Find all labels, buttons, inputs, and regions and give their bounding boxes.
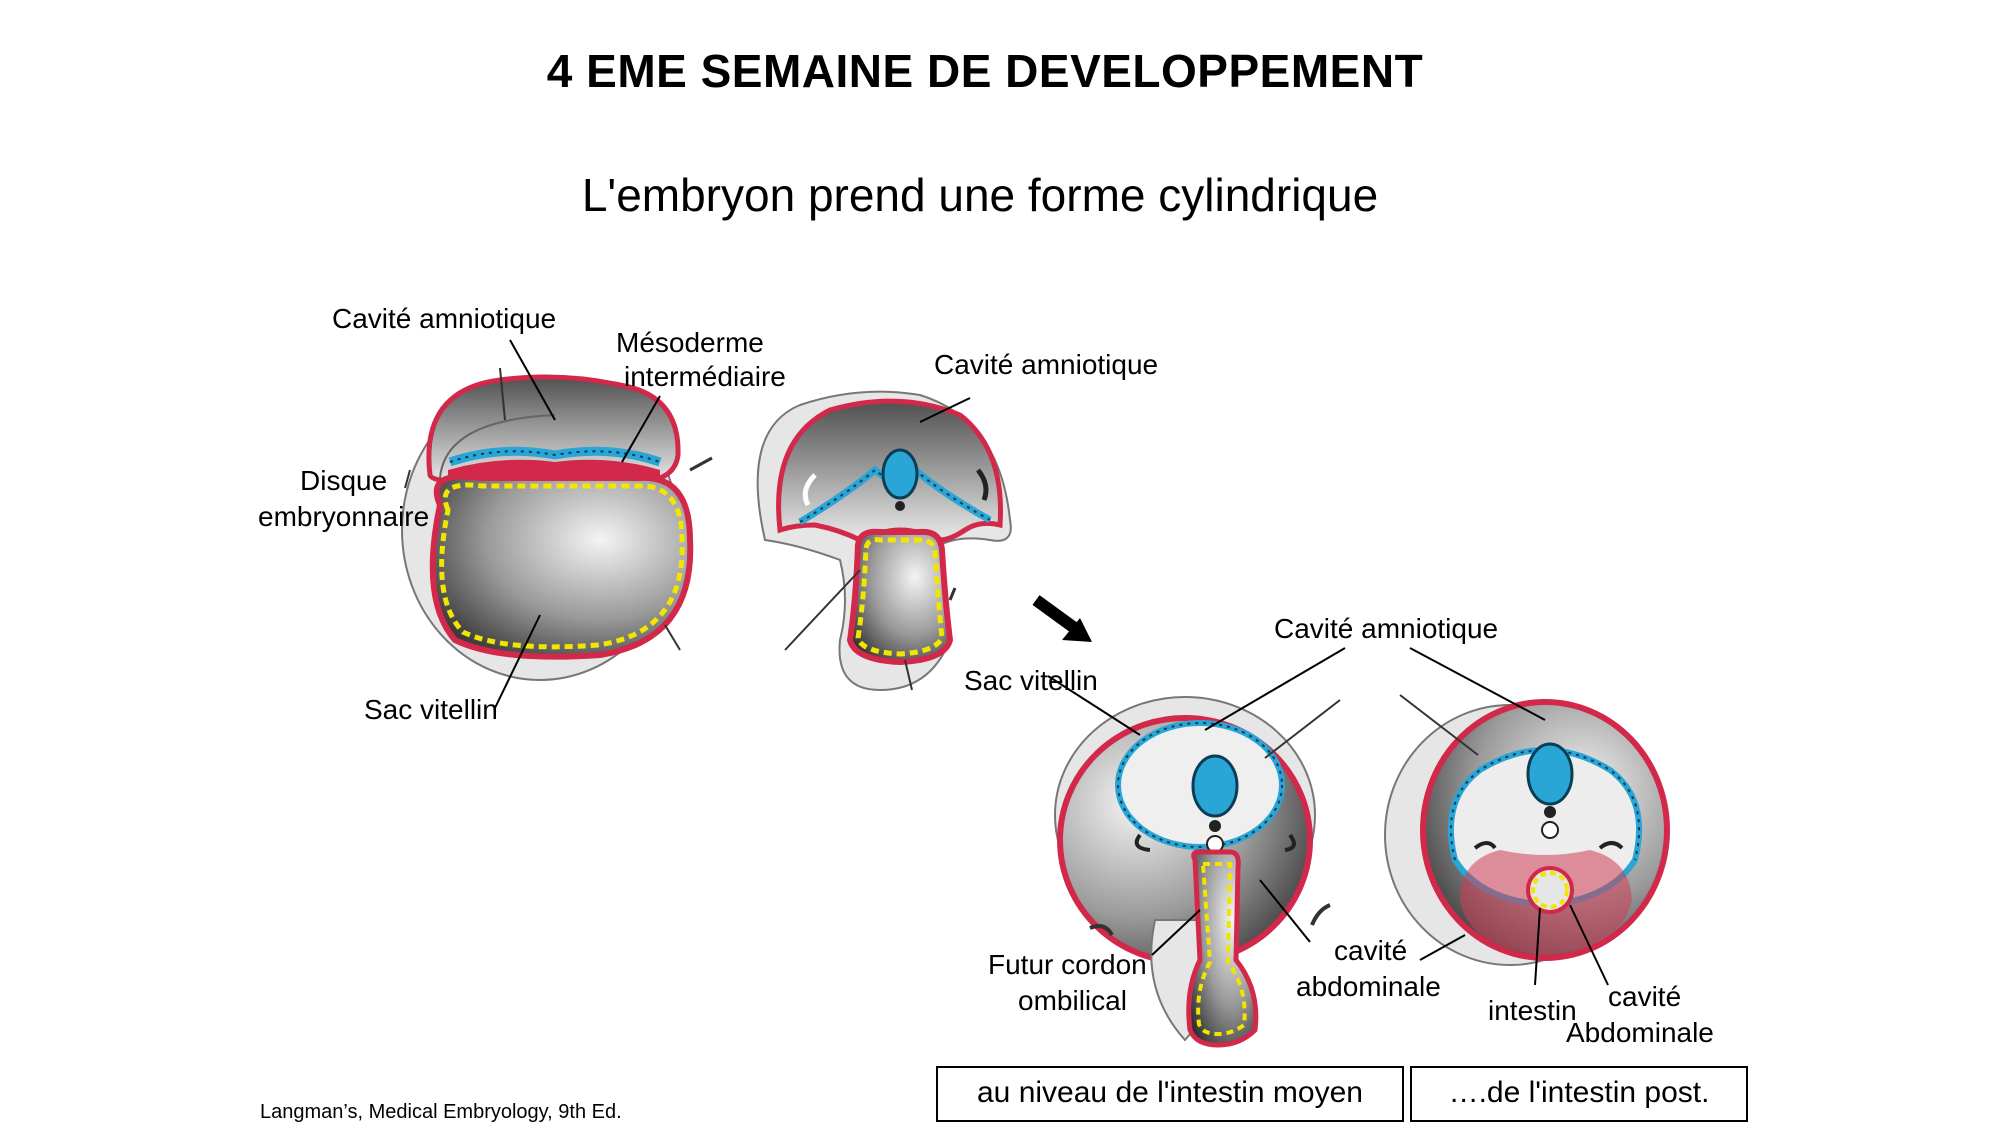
neural-tube [1191, 754, 1239, 818]
label-cavite-abd-line2: abdominale [1296, 971, 1441, 1002]
neural-tube [881, 448, 919, 500]
label-disque-line1: Disque [300, 465, 388, 496]
box-intestin-post: ….de l'intestin post. [1410, 1066, 1748, 1122]
embryo-stage-3 [1054, 696, 1341, 1048]
label-futur-line1: Futur cordon [988, 949, 1147, 980]
label-sac-vitellin-2: Sac vitellin [964, 665, 1098, 696]
label-futur-line2: ombilical [1018, 985, 1127, 1016]
embryo-stage-4 [1384, 694, 1670, 966]
leader-lines [493, 339, 1609, 986]
embryo-stage-1 [401, 367, 713, 681]
yolk-lining [855, 537, 945, 657]
yolk-lining [439, 482, 685, 650]
label-cavite-amniotique-3: Cavité amniotique [1274, 613, 1499, 644]
label-mesoderme-line1: Mésoderme [616, 327, 764, 358]
neural-tube [1526, 742, 1574, 806]
label-intestin: intestin [1488, 995, 1577, 1026]
source-credit: Langman’s, Medical Embryology, 9th Ed. [260, 1101, 622, 1123]
page-title: 4 EME SEMAINE DE DEVELOPPEMENT [546, 45, 1424, 97]
yolk-lining [1196, 862, 1247, 1037]
embryo-stage-2 [756, 390, 1012, 692]
label-mesoderme-line2: intermédiaire [624, 361, 786, 392]
page-subtitle: L'embryon prend une forme cylindrique [581, 169, 1379, 221]
label-cavite-amniotique-1: Cavité amniotique [332, 303, 557, 334]
label-cavite-abd2-line2: Abdominale [1566, 1017, 1714, 1048]
label-sac-vitellin-1: Sac vitellin [364, 694, 498, 725]
label-disque-line2: embryonnaire [258, 501, 430, 532]
box-intestin-moyen: au niveau de l'intestin moyen [936, 1066, 1404, 1122]
label-cavite-amniotique-2: Cavité amniotique [934, 349, 1159, 380]
arrow-icon [1032, 595, 1092, 642]
label-cavite-abd-line1: cavité [1334, 935, 1408, 966]
label-cavite-abd2-line1: cavité [1608, 981, 1682, 1012]
